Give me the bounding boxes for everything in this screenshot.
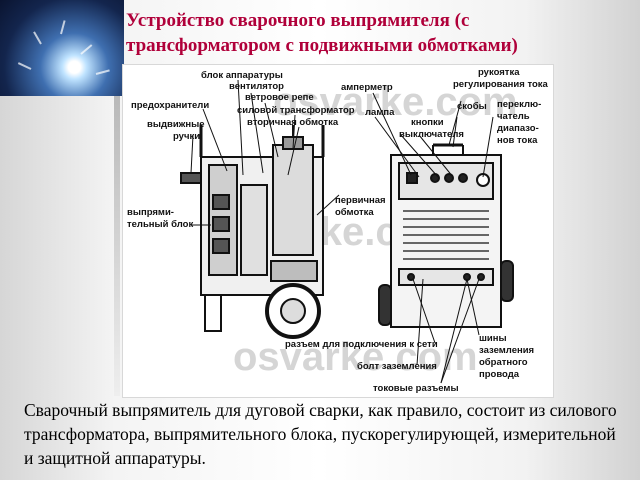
label-vyklyuchatelya: выключателя (399, 129, 464, 140)
welding-photo (0, 0, 124, 96)
watermark-3: osvarke.com (233, 335, 478, 379)
open-rectifier-unit (180, 125, 325, 339)
label-blok-apparatury: блок аппаратуры (201, 70, 283, 81)
label-ruchki: ручки (173, 131, 200, 142)
label-lampa: лампа (365, 107, 395, 118)
label-vtorichnaya-obmotka: вторичная обмотка (247, 117, 339, 128)
label-vydvizhnye: выдвижные (147, 119, 205, 130)
slide-title: Устройство сварочного выпрямителя (с тра… (126, 10, 518, 56)
label-razyem-seti: разъем для подключения к сети (285, 339, 438, 350)
slide-caption: Сварочный выпрямитель для дуговой сварки… (24, 400, 617, 468)
diagram-svg: osvarke.com osvarke.com osvarke.com (127, 67, 549, 394)
label-nov-toka: нов тока (497, 135, 538, 146)
label-knopki: кнопки (411, 117, 444, 128)
label-ventilyator: вентилятор (229, 81, 284, 92)
decorative-divider (114, 96, 120, 396)
label-vetrovoe-repe: ветровое репе (245, 92, 314, 103)
label-vypryami: выпрями- (127, 207, 174, 218)
watermark-1: osvarke.com (273, 80, 518, 124)
label-silovoy-transformator: силовой трансформатор (237, 105, 355, 116)
label-obratnogo: обратного (479, 357, 528, 368)
label-chatel: чатель (497, 111, 530, 122)
label-pervichnaya: первичная (335, 195, 386, 206)
closed-rectifier-unit (378, 143, 514, 328)
label-provoda: провода (479, 369, 520, 380)
label-regulirovaniya-toka: регулирования тока (453, 79, 549, 90)
leader-lines (190, 79, 494, 384)
label-rukoyatka: рукоятка (478, 67, 520, 78)
label-ampermetr: амперметр (341, 82, 393, 93)
rectifier-diagram: osvarke.com osvarke.com osvarke.com (122, 64, 554, 398)
label-shiny: шины (479, 333, 507, 344)
label-pereklyu: переклю- (497, 99, 541, 110)
label-predohraniteli: предохранители (131, 100, 209, 111)
label-diapazo: диапазо- (497, 123, 539, 134)
label-bolt-zazemleniya: болт заземления (357, 361, 437, 372)
label-skoby: скобы (457, 101, 487, 112)
label-tokovye-razyemy: токовые разъемы (373, 383, 459, 394)
label-obmotka: обмотка (335, 207, 374, 218)
label-zazemleniya: заземления (479, 345, 534, 356)
label-telny-blok: тельный блок (127, 219, 193, 230)
